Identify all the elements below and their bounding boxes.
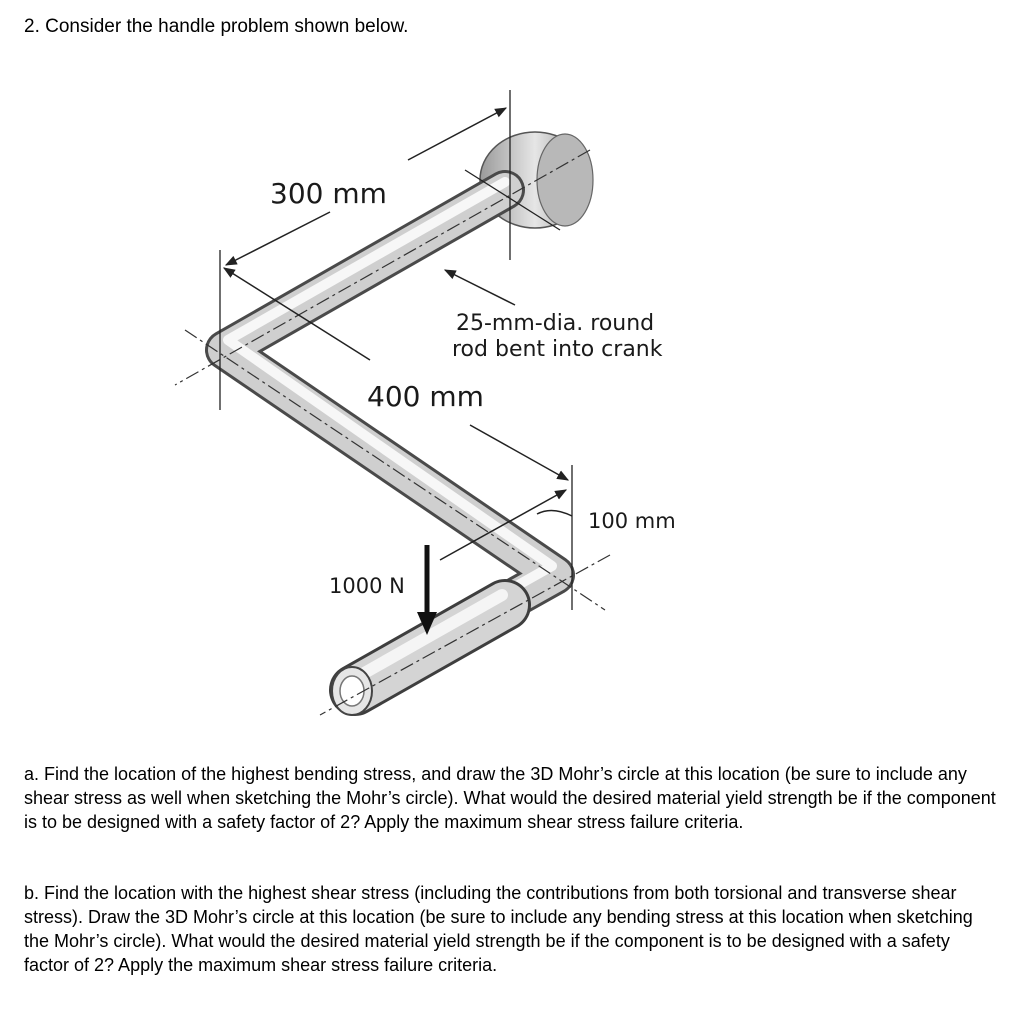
centerlines — [174, 149, 611, 716]
crank-rod — [205, 170, 575, 716]
part-a-text: a. Find the location of the highest bend… — [24, 764, 996, 832]
dimension-lines — [222, 107, 573, 561]
dimension-400-label: 400 mm — [367, 380, 484, 413]
crank-handle-figure: 300 mm 25-mm-dia. round rod bent into cr… — [174, 90, 676, 716]
dimension-100-label: 100 mm — [588, 509, 676, 533]
part-b-text: b. Find the location with the highest sh… — [24, 883, 973, 975]
extension-lines — [219, 90, 573, 610]
force-arrow — [417, 545, 437, 635]
dimension-300-label: 300 mm — [270, 177, 387, 210]
rod-description-line2: rod bent into crank — [452, 337, 663, 362]
rod-description-line1: 25-mm-dia. round — [456, 311, 654, 336]
force-label: 1000 N — [329, 574, 405, 598]
question-heading: 2. Consider the handle problem shown bel… — [24, 16, 409, 37]
